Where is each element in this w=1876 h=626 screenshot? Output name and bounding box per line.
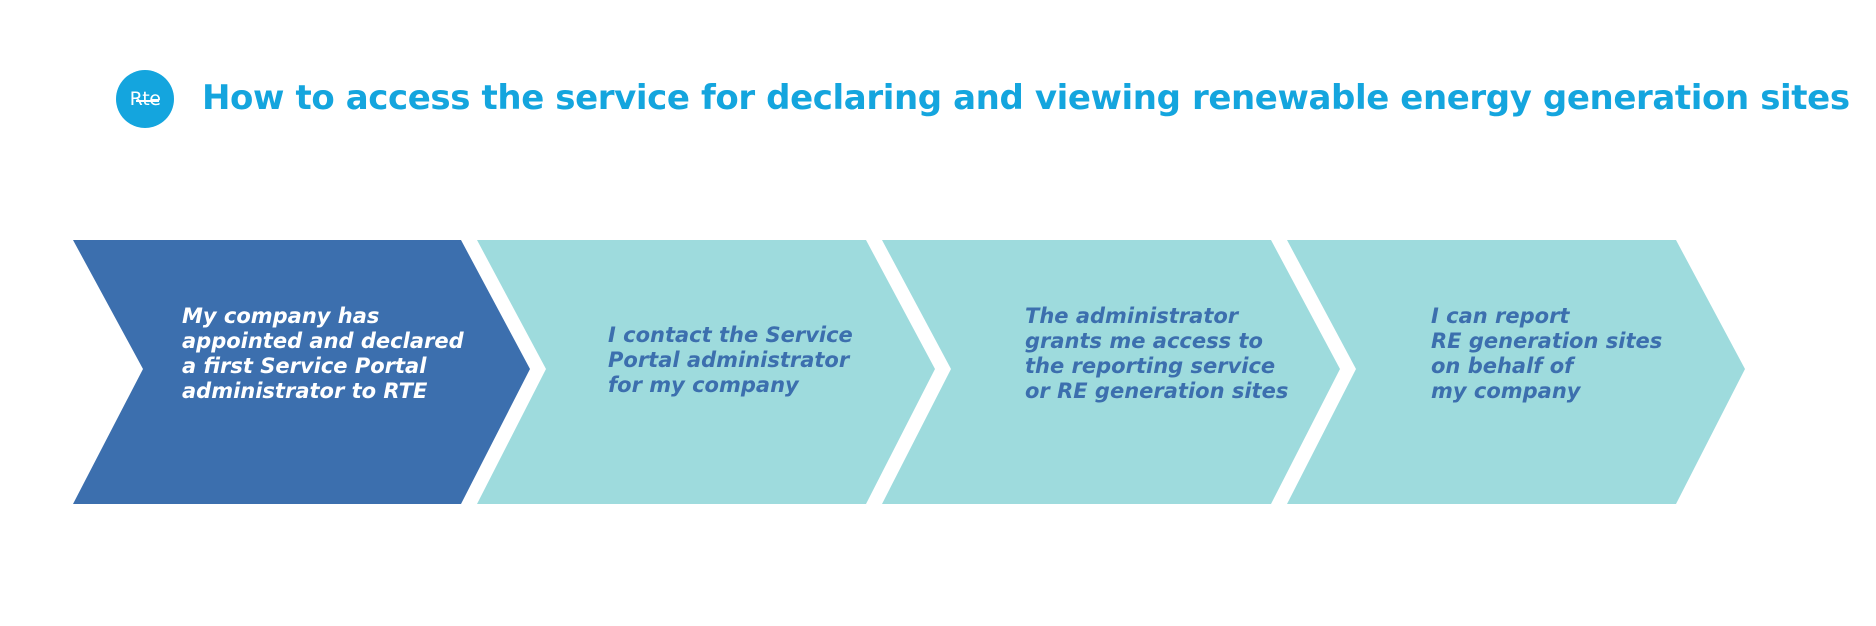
step-1-chevron: [73, 240, 530, 504]
step-2-chevron: [477, 240, 935, 504]
logo-text: Rte: [129, 88, 161, 110]
step-4-chevron: [1287, 240, 1745, 504]
step-4-text: I can report RE generation sites on beha…: [1431, 304, 1663, 403]
step-3-text: The administrator grants me access to th…: [1025, 304, 1289, 403]
page-title: How to access the service for declaring …: [202, 78, 1850, 118]
step-2-text: I contact the Service Portal administrat…: [608, 323, 853, 397]
rte-logo: Rte: [116, 70, 174, 128]
step-3-chevron: [882, 240, 1340, 504]
step-1-text: My company has appointed and declared a …: [182, 304, 464, 403]
